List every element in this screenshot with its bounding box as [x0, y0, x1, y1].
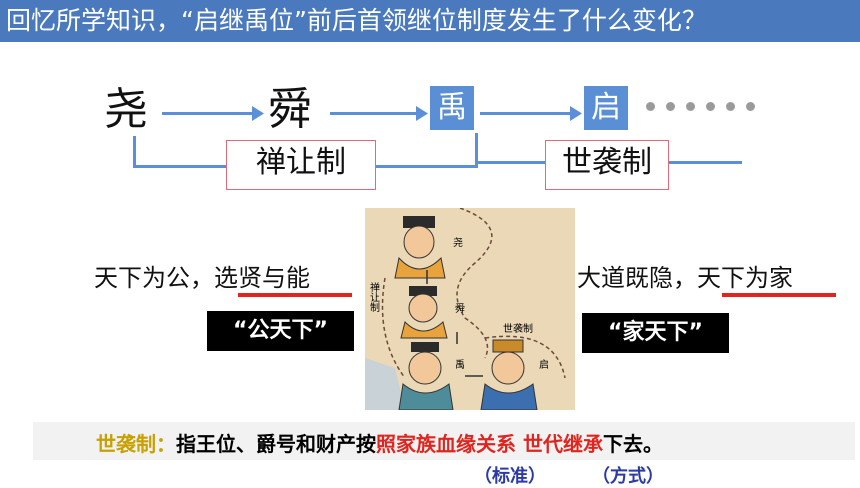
name-shun: 舜	[455, 302, 465, 315]
figure-yu-face	[408, 351, 442, 385]
hereditary-label: 世袭制	[545, 140, 669, 190]
definition-term: 世袭制：	[96, 432, 176, 456]
definition-end: 下去。	[602, 432, 663, 456]
arrowhead-1	[252, 106, 264, 121]
right-saying: 大道既隐，天下为家	[577, 258, 793, 293]
public-world-tag: “公天下”	[207, 311, 354, 351]
left-saying-prefix: 天下为公，	[94, 264, 214, 292]
definition-basis: 照家族血缘关系	[376, 432, 516, 456]
right-saying-prefix: 大道既隐，	[577, 264, 697, 292]
abdication-label: 禅让制	[226, 140, 376, 190]
ruler-yu-box: 禹	[430, 86, 474, 130]
right-highlight-underline	[722, 293, 836, 297]
note-standard: （标准）	[474, 466, 546, 487]
ellipsis-dot	[746, 102, 755, 111]
figure-qi-face	[491, 351, 525, 385]
caption-hereditary: 世袭制	[503, 322, 533, 335]
arrowhead-2	[416, 106, 428, 121]
ellipsis-dot	[706, 102, 715, 111]
definition-bar	[33, 422, 855, 460]
definition-method: 世代继承	[522, 432, 603, 456]
ellipsis-dot	[686, 102, 695, 111]
figure-shun-crown	[409, 286, 437, 296]
name-qi: 启	[539, 358, 549, 371]
definition-text: 世袭制：指王位、爵号和财产按照家族血缘关系 世代继承下去。	[96, 428, 663, 457]
arrow-shun-yu-line	[330, 112, 416, 115]
caption-abdication: 禅让制	[368, 281, 380, 312]
figure-yao-face	[403, 225, 435, 259]
figure-qi-crown	[492, 339, 524, 353]
note-manner: （方式）	[592, 466, 664, 487]
arrowhead-3	[570, 106, 582, 121]
left-saying-highlight: 选贤与能	[214, 264, 310, 292]
succession-illustration: 禅让制 世袭制 尧 舜 禹 启	[365, 208, 575, 410]
illustration-drawing: 禅让制 世袭制 尧 舜 禹 启	[365, 208, 575, 410]
left-saying: 天下为公，选贤与能	[94, 258, 310, 293]
left-highlight-underline	[238, 293, 352, 297]
ellipsis-dot	[726, 102, 735, 111]
ruler-shun: 舜	[268, 84, 312, 135]
ruler-yao: 尧	[104, 84, 148, 135]
ruler-qi-box: 启	[584, 86, 628, 130]
question-header: 回忆所学知识，“启继禹位”前后首领继位制度发生了什么变化？	[0, 0, 860, 42]
figure-yao-crown	[403, 216, 435, 228]
name-yu: 禹	[455, 358, 465, 371]
arrow-yao-shun-line	[162, 112, 252, 115]
right-saying-highlight: 天下为家	[697, 264, 793, 292]
question-text: 回忆所学知识，“启继禹位”前后首领继位制度发生了什么变化？	[6, 6, 707, 35]
arrow-yu-qi-line	[480, 112, 570, 115]
definition-part1: 指王位、爵号和财产按	[176, 432, 376, 456]
figure-yu-crown	[411, 342, 439, 352]
figure-shun-face	[408, 293, 438, 323]
bracket-yu-down	[475, 133, 478, 167]
family-world-tag: “家天下”	[582, 313, 729, 353]
name-yao: 尧	[453, 236, 463, 249]
ellipsis-dot	[666, 102, 675, 111]
ellipsis-dot	[646, 102, 655, 111]
bracket-left-down	[133, 136, 136, 168]
